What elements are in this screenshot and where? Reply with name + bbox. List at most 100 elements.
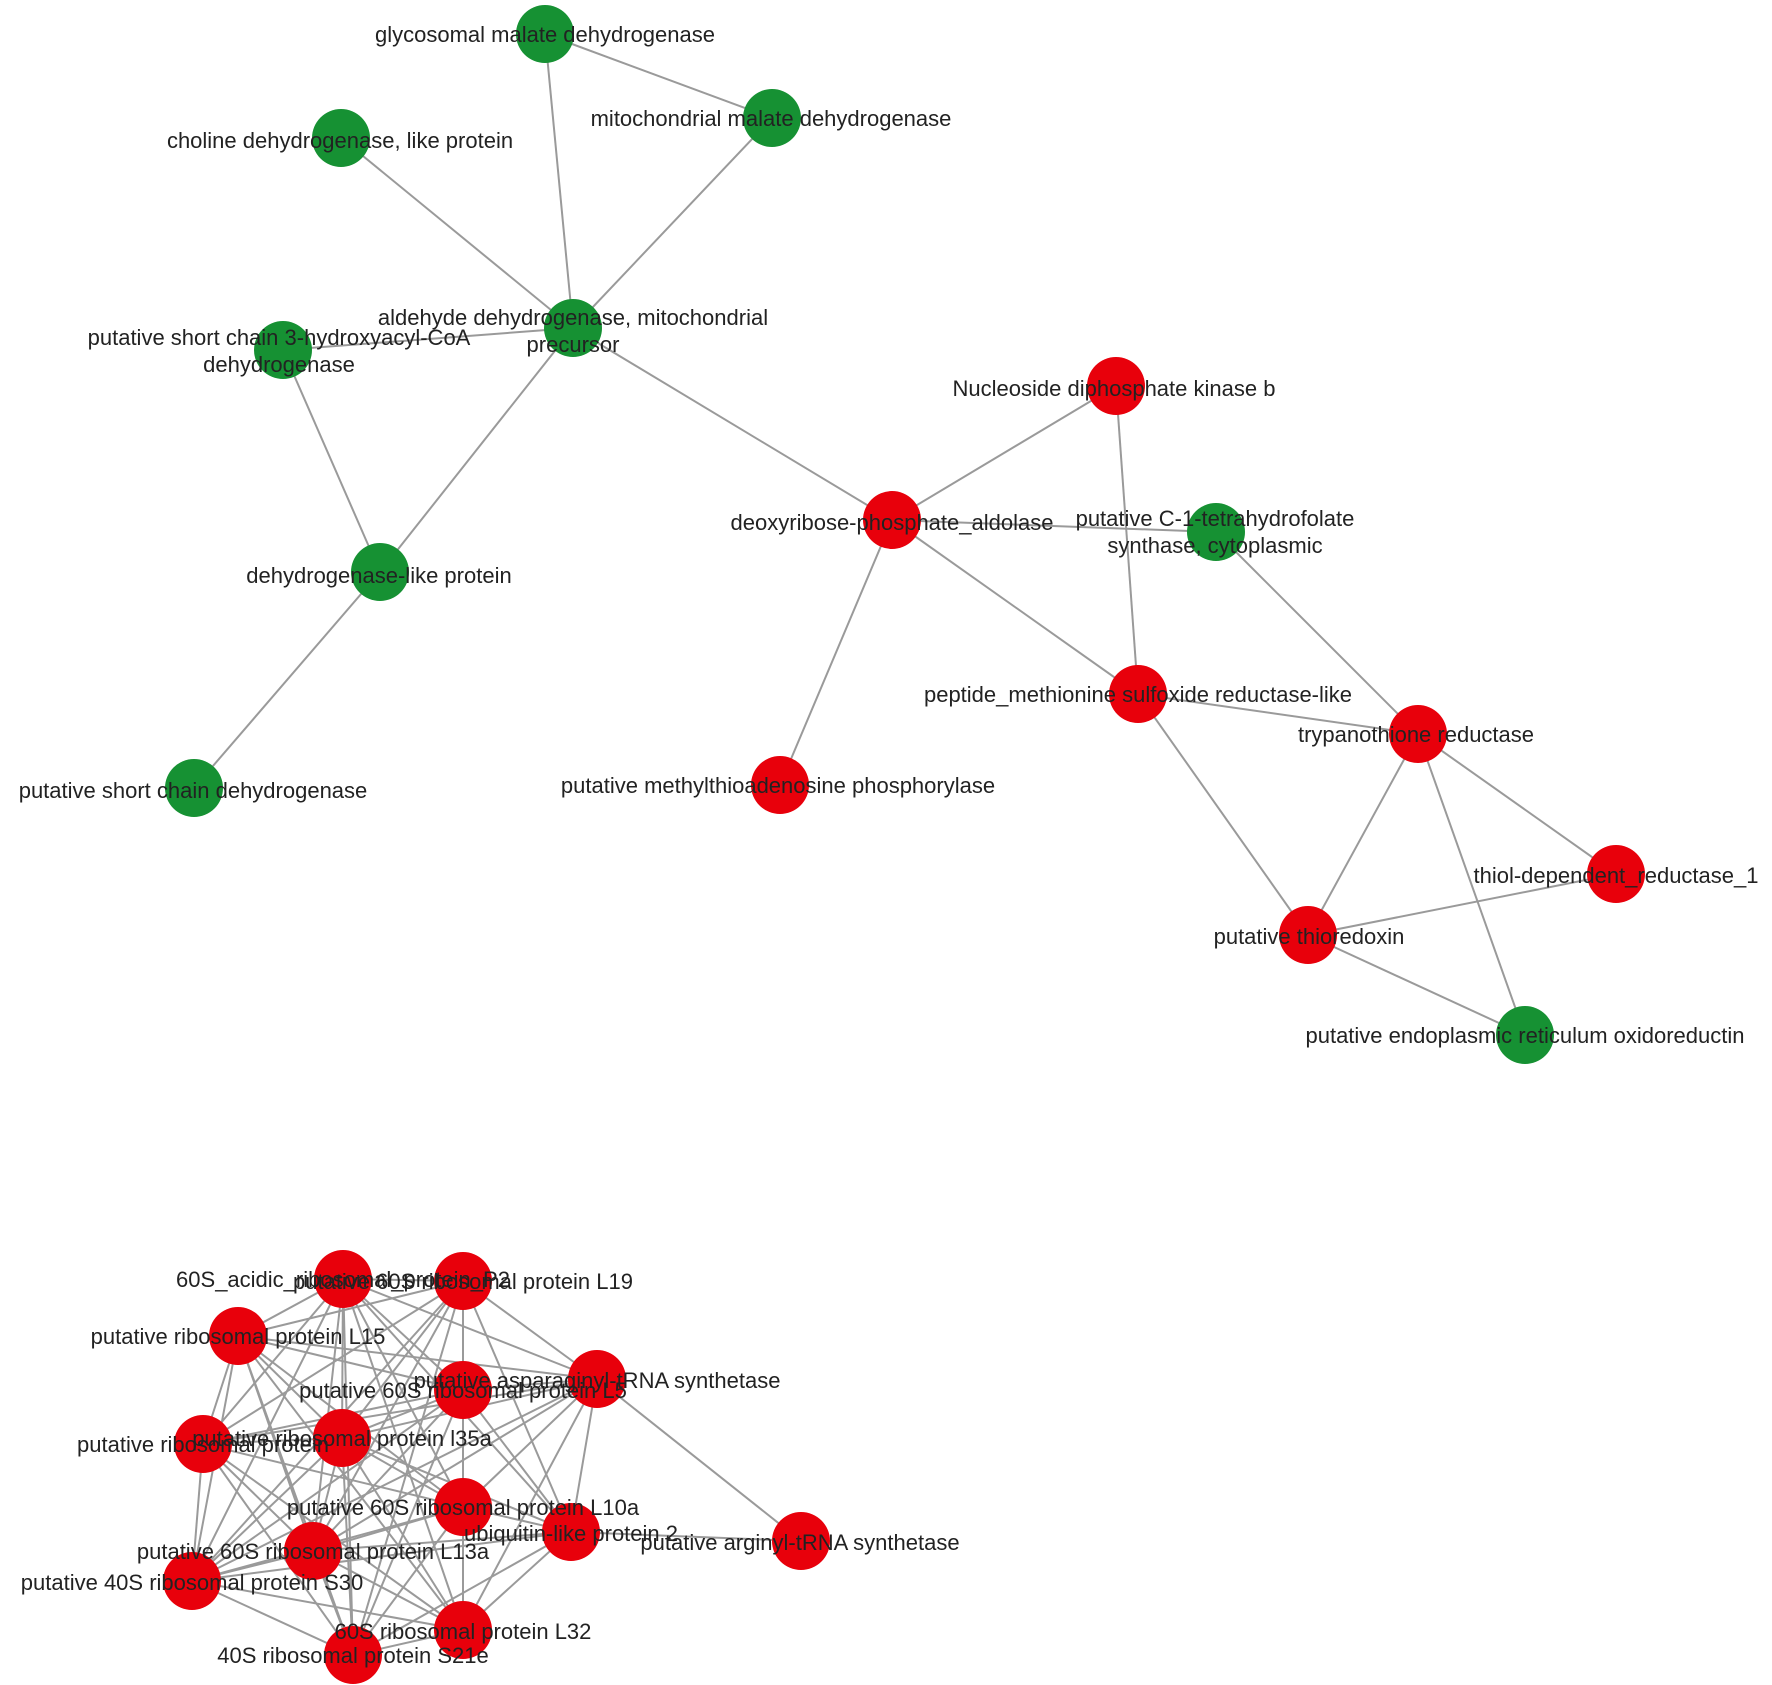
node-label-l13a: putative 60S ribosomal protein L13a: [137, 1539, 490, 1564]
node-gmd[interactable]: [516, 5, 574, 63]
edge-l19-rp: [202, 1280, 464, 1445]
node-argrs[interactable]: [772, 1512, 830, 1570]
node-tdr1[interactable]: [1587, 845, 1645, 903]
edge-l10a-s21e: [352, 1506, 464, 1656]
node-l10a[interactable]: [434, 1478, 492, 1536]
node-label-l10a: putative 60S ribosomal protein L10a: [287, 1495, 640, 1520]
node-mtap[interactable]: [751, 756, 809, 814]
edge-l35a-s30: [191, 1437, 343, 1582]
edge-mmd-aldh: [572, 117, 773, 329]
node-label-l15: putative ribosomal protein L15: [91, 1324, 386, 1349]
node-label-cdh: choline dehydrogenase, like protein: [167, 128, 513, 153]
edge-l19-l15: [237, 1280, 464, 1337]
node-dpa[interactable]: [863, 491, 921, 549]
node-label-ndk: Nucleoside diphosphate kinase b: [953, 376, 1276, 401]
node-msr[interactable]: [1109, 665, 1167, 723]
node-label-argrs: putative arginyl-tRNA synthetase: [640, 1530, 959, 1555]
node-asnrs[interactable]: [568, 1350, 626, 1408]
edge-s30-l32: [191, 1580, 464, 1631]
node-label-schad: dehydrogenase: [203, 352, 355, 377]
node-l19[interactable]: [434, 1252, 492, 1310]
edge-gmd-aldh: [544, 33, 574, 329]
edge-gmd-mmd: [544, 33, 773, 119]
node-schad[interactable]: [254, 321, 312, 379]
node-s21e[interactable]: [324, 1626, 382, 1684]
node-scd[interactable]: [165, 759, 223, 817]
node-label-c1thf: synthase, cytoplasmic: [1107, 533, 1322, 558]
node-trx[interactable]: [1279, 906, 1337, 964]
node-l5[interactable]: [434, 1361, 492, 1419]
edge-l5-l13a: [312, 1389, 464, 1552]
node-ndk[interactable]: [1087, 357, 1145, 415]
edge-rp-s21e: [202, 1443, 354, 1656]
edge-schad-dhlp: [282, 349, 381, 573]
node-mmd[interactable]: [743, 89, 801, 147]
edge-asnrs-l13a: [312, 1378, 598, 1552]
node-label-gmd: glycosomal malate dehydrogenase: [375, 22, 715, 47]
node-label-l32: 60S ribosomal protein L32: [335, 1619, 592, 1644]
node-l32[interactable]: [434, 1601, 492, 1659]
edge-asnrs-rp: [202, 1378, 598, 1445]
node-ero[interactable]: [1496, 1006, 1554, 1064]
node-label-ero: putative endoplasmic reticulum oxidoredu…: [1305, 1023, 1744, 1048]
node-label-schad: putative short chain 3-hydroxyacyl-CoA: [88, 325, 471, 350]
node-label-mtap: putative methylthioadenosine phosphoryla…: [561, 773, 995, 798]
edge-aldh-dpa: [572, 327, 893, 521]
edge-l15-asnrs: [237, 1335, 598, 1380]
node-c1thf[interactable]: [1187, 503, 1245, 561]
edge-l35a-l32: [341, 1437, 464, 1631]
node-s30[interactable]: [163, 1552, 221, 1610]
edge-tryr-ero: [1417, 733, 1526, 1036]
edge-l15-s21e: [237, 1335, 354, 1656]
edge-ubl2-argrs: [570, 1531, 802, 1542]
node-label-ubl2: ubiquitin-like protein 2: [464, 1521, 678, 1546]
edge-asnrs-s30: [191, 1378, 598, 1582]
edge-c1thf-tryr: [1215, 531, 1419, 735]
edge-asnrs-l32: [462, 1378, 598, 1631]
edge-l5-s30: [191, 1389, 464, 1582]
node-dhlp[interactable]: [351, 543, 409, 601]
node-label-c1thf: putative C-1-tetrahydrofolate: [1076, 506, 1355, 531]
node-label-msr: peptide_methionine sulfoxide reductase-l…: [924, 682, 1352, 707]
edge-dpa-msr: [891, 519, 1139, 695]
node-aldh[interactable]: [544, 299, 602, 357]
edge-asnrs-argrs: [596, 1378, 802, 1542]
node-l35a[interactable]: [313, 1409, 371, 1467]
node-l15[interactable]: [209, 1307, 267, 1365]
node-label-s21e: 40S ribosomal protein S21e: [217, 1643, 489, 1668]
edge-l19-ubl2: [462, 1280, 572, 1533]
node-label-s30: putative 40S ribosomal protein S30: [21, 1570, 363, 1595]
edge-p2-asnrs: [342, 1278, 598, 1380]
edge-ubl2-s21e: [352, 1531, 572, 1656]
edge-ubl2-l13a: [312, 1531, 572, 1552]
edge-ndk-msr: [1115, 385, 1139, 695]
edge-s30-s21e: [191, 1580, 354, 1656]
node-label-l35a: putative ribosomal protein l35a: [192, 1426, 492, 1451]
node-rp[interactable]: [174, 1415, 232, 1473]
node-l13a[interactable]: [284, 1522, 342, 1580]
edge-l5-ubl2: [462, 1389, 572, 1533]
node-ubl2[interactable]: [542, 1503, 600, 1561]
node-label-rp: putative ribosomal protein: [77, 1432, 329, 1457]
node-label-dhlp: dehydrogenase-like protein: [246, 563, 511, 588]
edge-schad-aldh: [282, 327, 574, 351]
node-cdh[interactable]: [312, 109, 370, 167]
node-tryr[interactable]: [1389, 705, 1447, 763]
node-label-scd: putative short chain dehydrogenase: [19, 778, 368, 803]
edge-asnrs-l10a: [462, 1378, 598, 1508]
edge-cdh-aldh: [340, 137, 574, 329]
edge-msr-trx: [1137, 693, 1309, 936]
edge-dpa-mtap: [779, 519, 893, 786]
node-label-dpa: deoxyribose-phosphate_aldolase: [731, 510, 1054, 535]
edge-msr-tryr: [1137, 693, 1419, 735]
node-label-aldh: precursor: [527, 332, 620, 357]
node-label-tdr1: thiol-dependent_reductase_1: [1473, 863, 1758, 888]
edge-trx-ero: [1307, 934, 1526, 1036]
node-p2[interactable]: [314, 1250, 372, 1308]
edge-l19-s21e: [352, 1280, 464, 1656]
edge-tryr-trx: [1307, 733, 1419, 936]
edge-dpa-c1thf: [891, 519, 1217, 533]
node-label-l5: putative 60S ribosomal protein L5: [299, 1378, 627, 1403]
edge-ubl2-s30: [191, 1531, 572, 1582]
